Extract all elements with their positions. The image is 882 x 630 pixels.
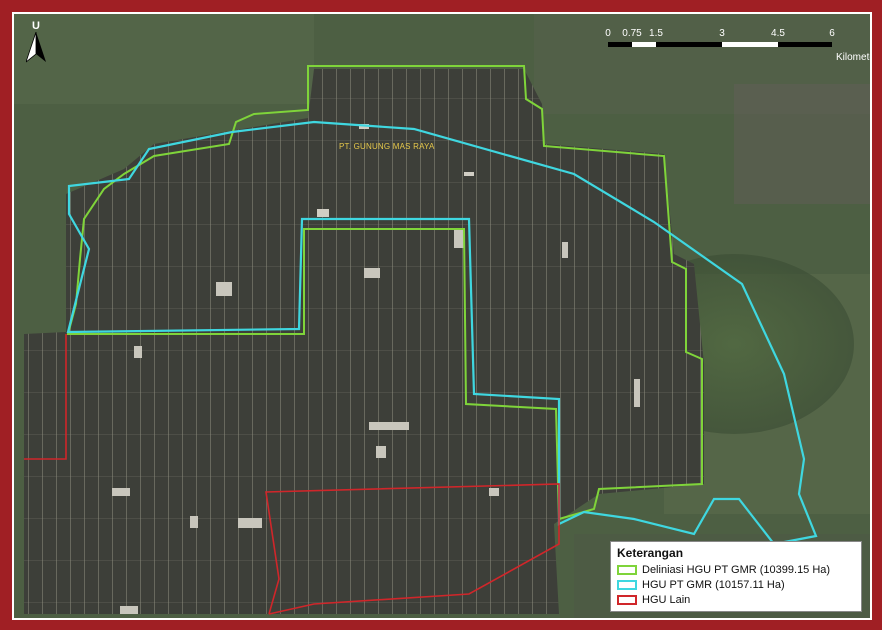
red-swatch [617, 594, 637, 605]
cyan-swatch [617, 579, 637, 590]
scale-bar: 0 0.75 1.5 3 4.5 6 Kilometer [604, 28, 870, 68]
map-legend: Keterangan Deliniasi HGU PT GMR (10399.1… [610, 541, 862, 612]
legend-item-deliniasi[interactable]: Deliniasi HGU PT GMR (10399.15 Ha) [617, 562, 855, 577]
scale-unit: Kilometer [836, 52, 870, 63]
north-arrow: U [24, 20, 48, 80]
scale-tick: 3 [719, 28, 725, 39]
clearing [216, 282, 232, 296]
scale-tick: 4.5 [771, 28, 785, 39]
boundary-deliniasi-hgu[interactable] [66, 65, 703, 521]
legend-label: HGU Lain [642, 593, 691, 606]
scale-segment [778, 42, 832, 47]
boundary-hgu-gmr[interactable] [66, 120, 818, 546]
scale-tick: 1.5 [649, 28, 663, 39]
scale-segment [608, 42, 632, 47]
boundary-hgu-lain[interactable] [24, 334, 560, 615]
satellite-basemap [14, 14, 870, 618]
scale-tick: 0.75 [622, 28, 642, 39]
legend-title: Keterangan [617, 546, 684, 560]
legend-label: Deliniasi HGU PT GMR (10399.15 Ha) [642, 563, 831, 576]
company-area-label: PT. GUNUNG MAS RAYA [339, 142, 435, 151]
scale-tick: 0 [605, 28, 611, 39]
north-letter: U [32, 20, 40, 32]
legend-item-hgu-lain[interactable]: HGU Lain [617, 592, 855, 607]
north-arrow-icon [25, 31, 46, 64]
scale-segment [722, 42, 778, 47]
map-viewport[interactable]: PT. GUNUNG MAS RAYA U 0 0.75 1.5 3 4.5 6… [12, 12, 872, 620]
legend-item-hgu-gmr[interactable]: HGU PT GMR (10157.11 Ha) [617, 577, 855, 592]
scale-segment [632, 42, 656, 47]
legend-label: HGU PT GMR (10157.11 Ha) [642, 578, 785, 591]
green-swatch [617, 564, 637, 575]
scale-tick: 6 [829, 28, 835, 39]
scale-segment [656, 42, 722, 47]
